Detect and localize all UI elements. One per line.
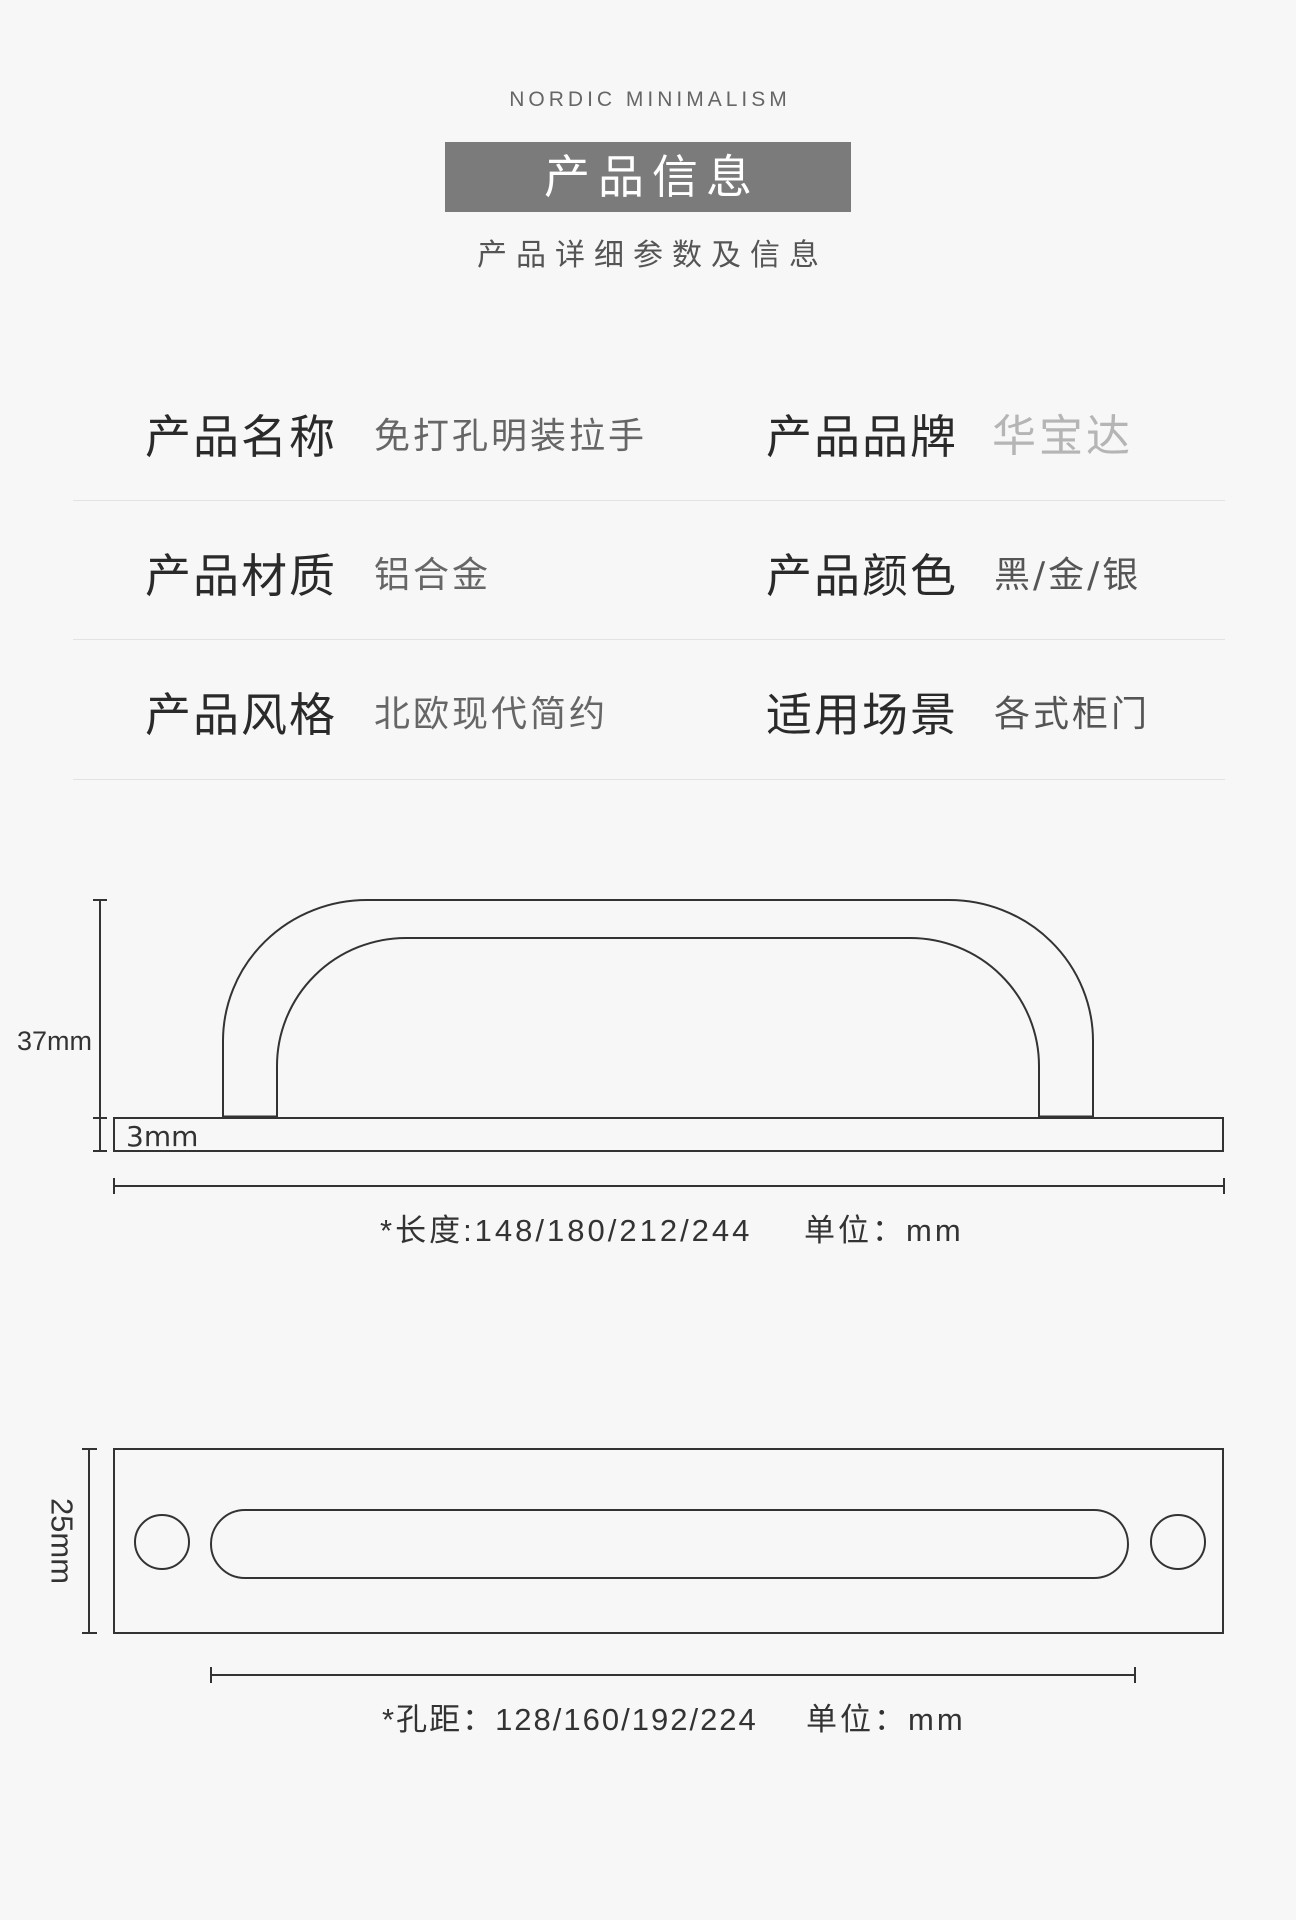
spec-label: 产品风格 <box>145 688 337 742</box>
base-plate <box>113 1117 1224 1152</box>
length-unit-note: 单位：mm <box>804 1213 964 1248</box>
title-banner: 产品信息 <box>445 142 851 212</box>
spec-label: 适用场景 <box>766 688 958 742</box>
top-view: 25mm <box>45 1448 1224 1683</box>
spec-label: 产品品牌 <box>766 410 958 464</box>
spec-divider <box>73 779 1225 780</box>
page-subtitle: 产品详细参数及信息 <box>477 238 828 273</box>
side-view: 37mm 3mm <box>17 899 1225 1194</box>
spec-value: 各式柜门 <box>994 694 1151 735</box>
grip-slot <box>210 1509 1129 1579</box>
spec-row: 产品名称 免打孔明装拉手 产品品牌 华宝达 <box>0 407 1296 467</box>
page-title: 产品信息 <box>544 150 760 204</box>
handle-arch-outer <box>222 899 1094 1117</box>
height-dimension-label: 37mm <box>17 1026 92 1056</box>
spec-value: 北欧现代简约 <box>374 694 609 735</box>
width-dimension-label: 25mm <box>45 1498 80 1584</box>
spec-divider <box>73 639 1225 640</box>
length-note: *长度:148/180/212/244 <box>380 1213 753 1248</box>
brand-value: 华宝达 <box>992 411 1133 462</box>
hole-spacing-unit-note: 单位：mm <box>806 1702 966 1737</box>
spec-row: 产品材质 铝合金 产品颜色 黑/金/银 <box>0 546 1296 606</box>
top-view-plate <box>113 1448 1224 1634</box>
spec-label: 产品材质 <box>145 549 337 603</box>
mounting-hole-right <box>1150 1514 1206 1570</box>
spec-label: 产品颜色 <box>766 549 958 603</box>
spec-value: 铝合金 <box>374 555 492 596</box>
mounting-hole-left <box>134 1514 190 1570</box>
handle-arch-inner <box>276 937 1040 1117</box>
eyebrow-text: NORDIC MINIMALISM <box>509 88 791 111</box>
spec-label: 产品名称 <box>145 410 337 464</box>
plate-thickness-label: 3mm <box>126 1120 198 1153</box>
hole-spacing-note: *孔距：128/160/192/224 <box>382 1702 758 1737</box>
spec-value: 免打孔明装拉手 <box>374 416 648 457</box>
spec-value: 黑/金/银 <box>994 555 1142 596</box>
spec-divider <box>73 500 1225 501</box>
spec-row: 产品风格 北欧现代简约 适用场景 各式柜门 <box>0 685 1296 745</box>
